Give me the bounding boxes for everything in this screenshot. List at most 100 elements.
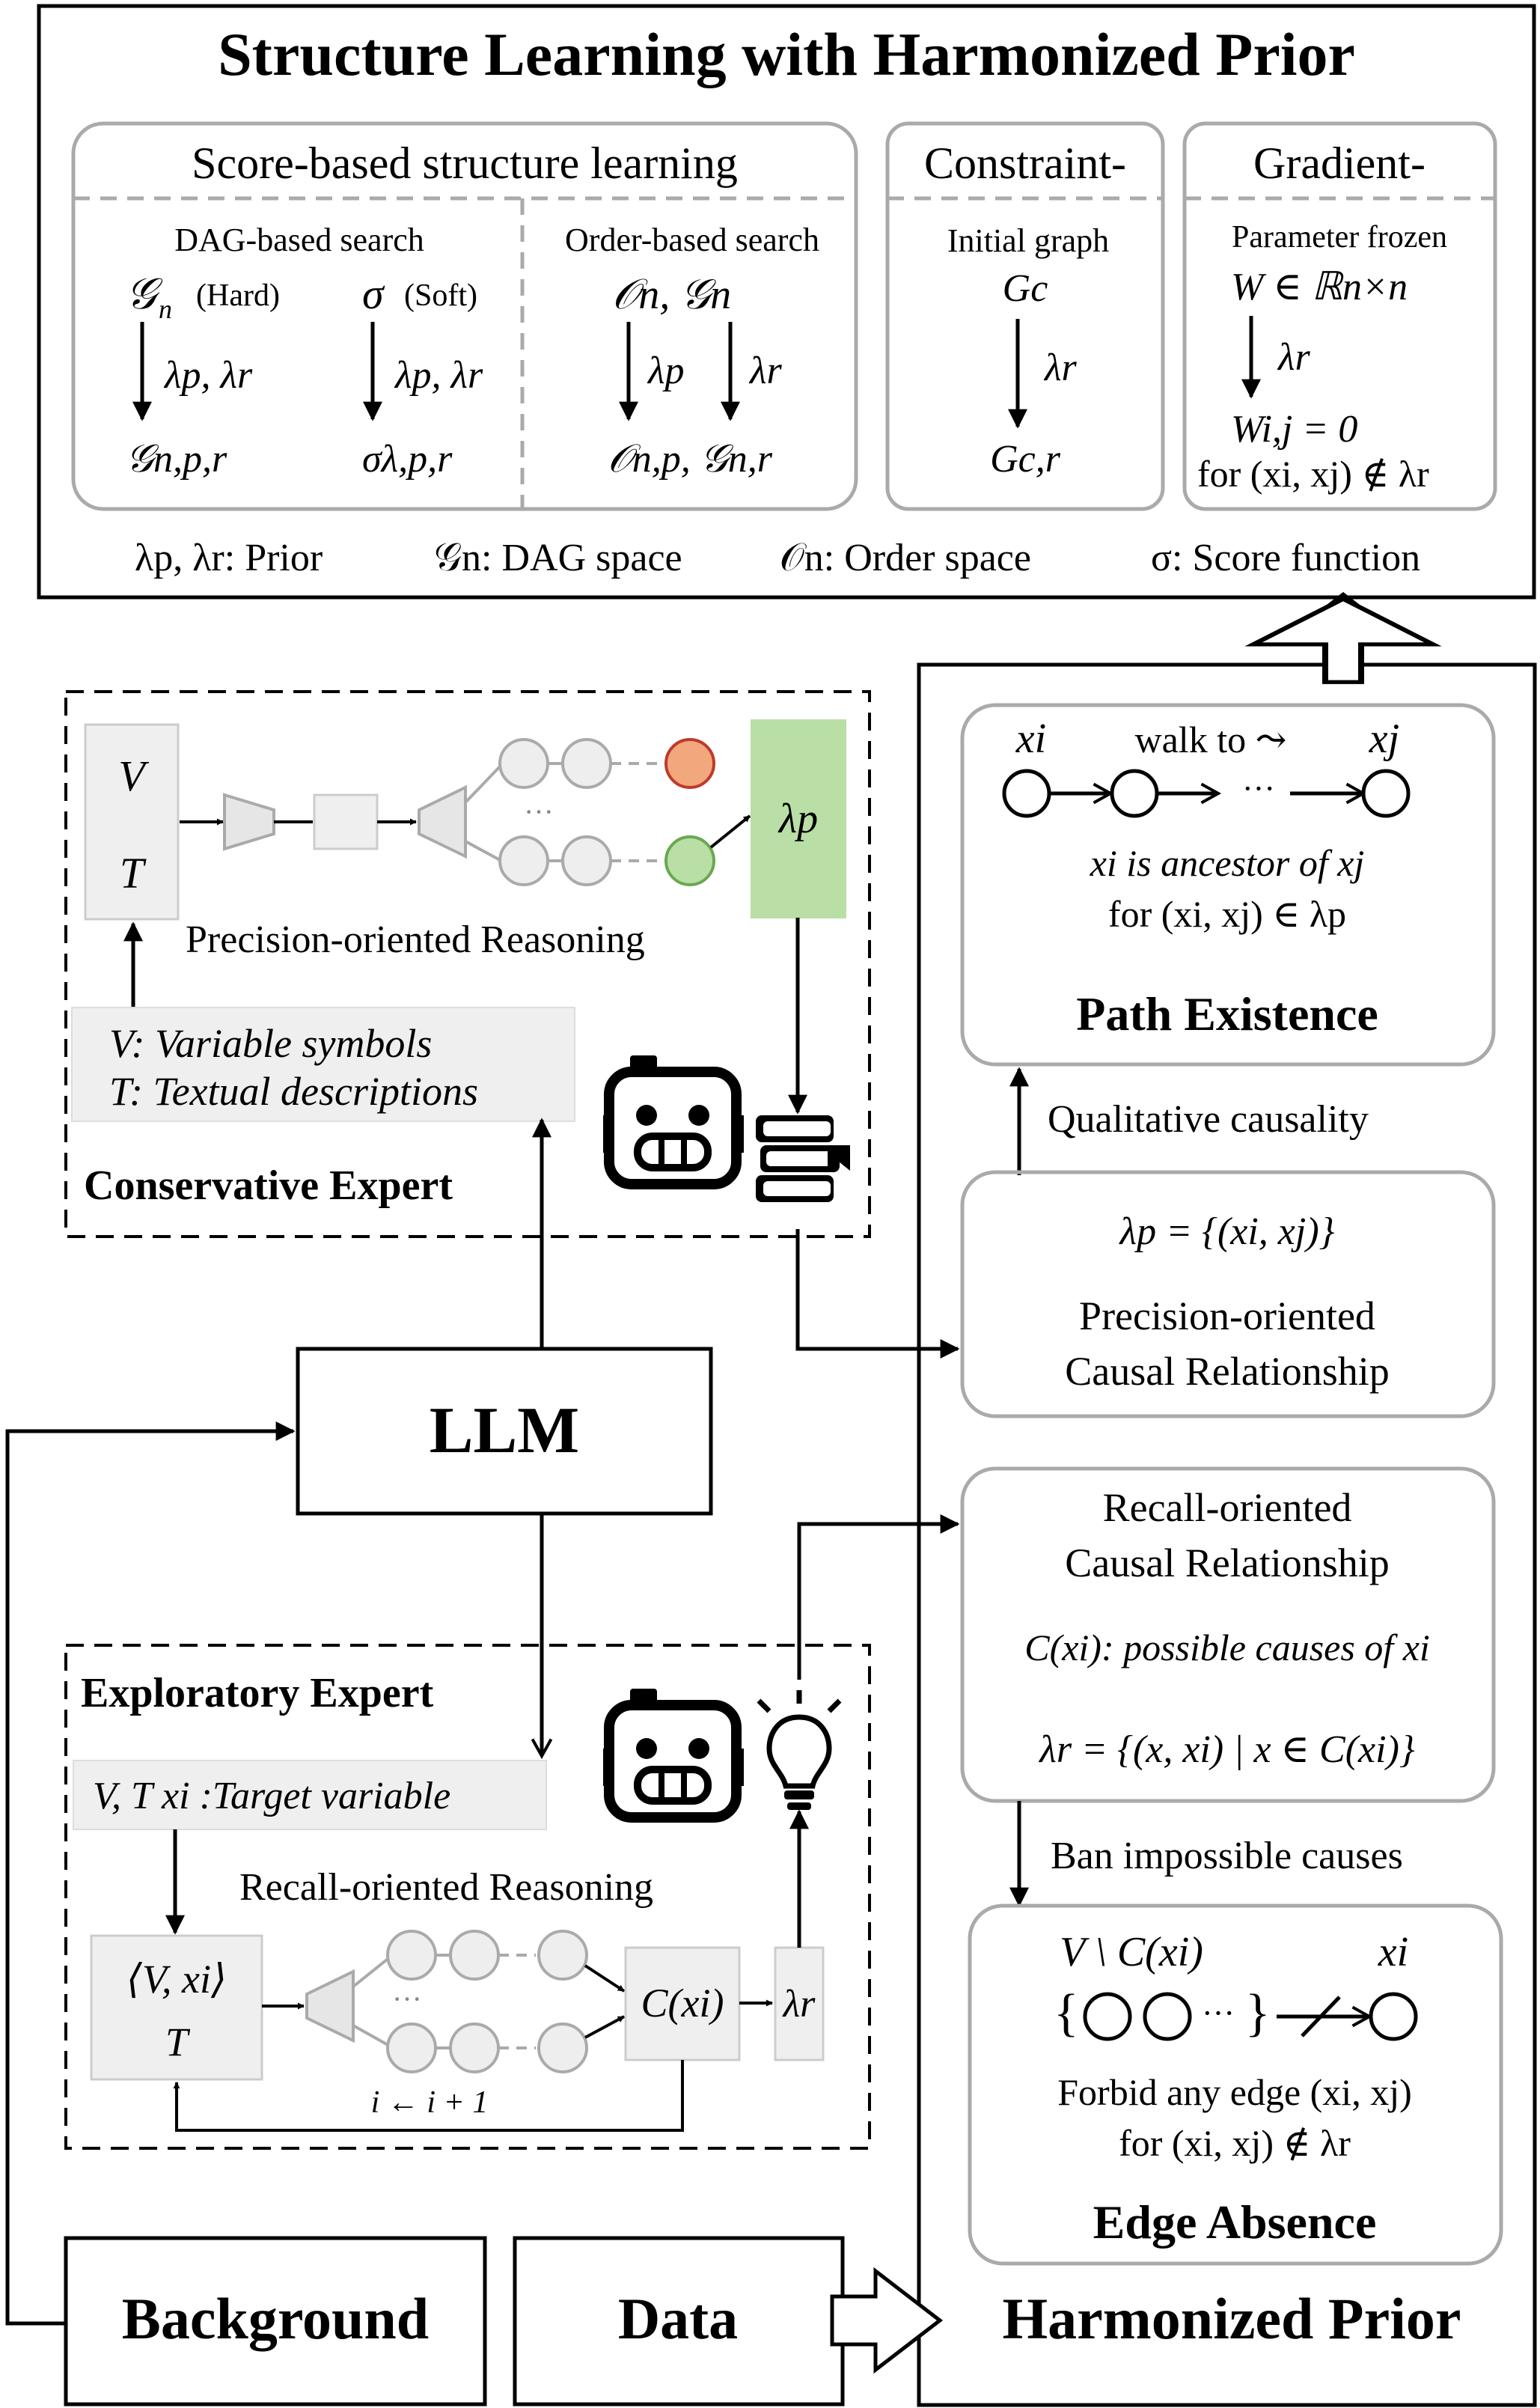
constraint-top: Gc bbox=[1003, 267, 1048, 310]
target-variable-label: V, T xi :Target variable bbox=[93, 1775, 450, 1817]
gradient-eq: Wi,j = 0 bbox=[1231, 408, 1357, 451]
cause-label: C(xi) bbox=[641, 1981, 724, 2026]
legend-order-space: 𝒪n: Order space bbox=[780, 537, 1031, 579]
forbidden-slash bbox=[1301, 1996, 1341, 2037]
order-output: 𝒪n,p, 𝒢n,r bbox=[608, 438, 773, 481]
recall-decoder-icon bbox=[305, 1969, 355, 2043]
state-box bbox=[90, 1934, 263, 2081]
edge-dots: ··· bbox=[1202, 1995, 1235, 2031]
loop-label: i ← i + 1 bbox=[371, 2085, 489, 2120]
dag-hard-prior: λp, λr bbox=[163, 354, 253, 397]
constraint-box bbox=[885, 121, 1165, 511]
variable-desc-box bbox=[71, 1007, 575, 1122]
lambda-r-box bbox=[774, 1946, 825, 2061]
edge-node-a bbox=[1083, 1992, 1132, 2041]
svg-text:𝒢: 𝒢 bbox=[126, 269, 163, 318]
decoder-icon bbox=[418, 784, 467, 859]
reasoning-node-1 bbox=[498, 738, 549, 789]
order-prior-r: λr bbox=[748, 350, 783, 392]
legend-dag-space: 𝒢n: DAG space bbox=[434, 537, 682, 579]
conservative-input-box bbox=[84, 723, 180, 921]
precision-line2: Causal Relationship bbox=[1065, 1349, 1389, 1394]
precision-line1: Precision-oriented bbox=[1079, 1293, 1375, 1338]
precision-formula: λp = {(xi, xj)} bbox=[1119, 1210, 1335, 1253]
constraint-header: Constraint- bbox=[924, 138, 1126, 188]
llm-label: LLM bbox=[430, 1394, 579, 1467]
lambda-p-label: λp bbox=[777, 796, 818, 842]
constraint-prior: λr bbox=[1043, 347, 1078, 389]
score-based-box bbox=[71, 121, 858, 511]
conservative-t: T bbox=[120, 849, 147, 897]
reasoning-node-4 bbox=[561, 835, 612, 886]
dag-soft-prior: λp, λr bbox=[394, 354, 483, 397]
legend-score: σ: Score function bbox=[1151, 537, 1420, 579]
data-box bbox=[513, 2236, 845, 2407]
svg-text:σ: σ bbox=[362, 269, 385, 318]
precision-reasoning-label: Precision-oriented Reasoning bbox=[186, 918, 645, 961]
path-existence-title: Path Existence bbox=[1076, 987, 1378, 1040]
score-based-header: Score-based structure learning bbox=[192, 138, 738, 188]
state-bottom: T bbox=[165, 2020, 191, 2064]
edge-absence-box bbox=[968, 1903, 1503, 2266]
target-variable-box bbox=[73, 1760, 547, 1830]
path-existence-box bbox=[960, 703, 1496, 1067]
lambda-r-label: λr bbox=[782, 1983, 816, 2026]
precision-relationship-box bbox=[960, 1170, 1496, 1418]
path-node-xi bbox=[1002, 769, 1051, 818]
gradient-cond: for (xi, xj) ∉ λr bbox=[1197, 453, 1429, 495]
books-icon bbox=[756, 1115, 850, 1202]
accepted-node bbox=[664, 835, 715, 886]
accepted-arrow bbox=[709, 814, 751, 849]
reasoning-node-2 bbox=[561, 738, 612, 789]
recall-node-1 bbox=[386, 1930, 437, 1981]
recall-node-3 bbox=[537, 1930, 588, 1981]
loop-arrow bbox=[173, 2060, 684, 2132]
reasoning-node-3 bbox=[498, 835, 549, 886]
path-xi-label: xi bbox=[1015, 716, 1046, 762]
gradient-title: Parameter frozen bbox=[1232, 220, 1447, 254]
recall-branch-bottom bbox=[352, 2024, 391, 2048]
llm-box bbox=[296, 1347, 713, 1516]
recall-line1: Recall-oriented bbox=[1103, 1485, 1352, 1530]
dag-soft-output: σλ,p,r bbox=[362, 438, 453, 481]
path-line2: for (xi, xj) ∈ λp bbox=[1108, 893, 1346, 935]
desc-v: V: Variable symbols bbox=[109, 1021, 432, 1066]
data-label: Data bbox=[618, 2286, 738, 2351]
gradient-header: Gradient- bbox=[1253, 138, 1426, 188]
cause-box bbox=[624, 1946, 741, 2061]
gradient-box bbox=[1182, 121, 1497, 511]
path-node-mid bbox=[1110, 769, 1159, 818]
constraint-title: Initial graph bbox=[947, 222, 1109, 259]
path-line1: xi is ancestor of xj bbox=[1090, 842, 1365, 884]
edge-line2: for (xi, xj) ∉ λr bbox=[1119, 2122, 1351, 2164]
exploratory-expert-box bbox=[64, 1644, 871, 2150]
conservative-expert-label: Conservative Expert bbox=[84, 1162, 453, 1209]
robot-icon bbox=[603, 1055, 744, 1189]
recall-cdef: C(xi): possible causes of xi bbox=[1024, 1627, 1430, 1668]
desc-t: T: Textual descriptions bbox=[109, 1069, 478, 1114]
background-label: Background bbox=[122, 2286, 429, 2351]
recall-to-cause-arrow-bottom bbox=[584, 2015, 625, 2039]
edge-set-label: V \ C(xi) bbox=[1060, 1929, 1203, 1975]
dag-search-title: DAG-based search bbox=[174, 222, 424, 258]
svg-text:(Hard): (Hard) bbox=[196, 278, 280, 313]
conservative-expert-box bbox=[64, 690, 871, 1238]
path-xj-label: xj bbox=[1369, 716, 1399, 762]
data-to-prior-hollow-arrow bbox=[830, 2267, 944, 2374]
encoder-icon bbox=[223, 793, 275, 851]
order-search-title: Order-based search bbox=[565, 222, 819, 258]
recall-reasoning-label: Recall-oriented Reasoning bbox=[239, 1866, 653, 1909]
lightbulb-icon bbox=[757, 1690, 842, 1810]
ban-label: Ban impossible causes bbox=[1051, 1835, 1403, 1877]
recall-relationship-box bbox=[960, 1466, 1496, 1803]
constraint-output: Gc,r bbox=[990, 438, 1061, 481]
latent-box bbox=[313, 793, 379, 850]
path-dots: ··· bbox=[1242, 770, 1275, 807]
conservative-v: V bbox=[118, 752, 150, 800]
dag-soft-node: σ (Soft) bbox=[362, 269, 477, 318]
recall-node-6 bbox=[537, 2023, 588, 2073]
dag-hard-output: 𝒢n,p,r bbox=[126, 438, 227, 481]
recall-dots: ··· bbox=[392, 1982, 422, 2016]
panel-title: Structure Learning with Harmonized Prior bbox=[218, 20, 1355, 88]
